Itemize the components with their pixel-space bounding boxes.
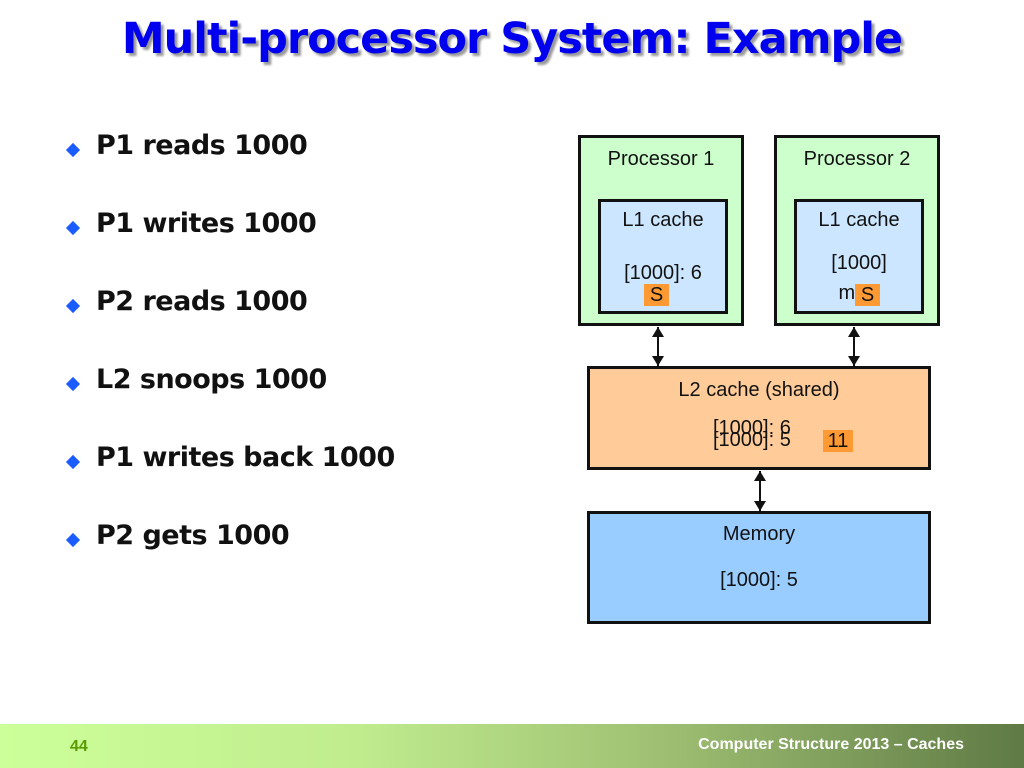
l1-state-tag: S bbox=[855, 284, 880, 306]
processor-2-l1-cache: L1 cache [1000] miss S bbox=[794, 199, 924, 314]
bullet-text: P2 reads 1000 bbox=[96, 286, 308, 317]
footer-course-title: Computer Structure 2013 – Caches bbox=[698, 736, 964, 753]
memory-value: [1000]: 5 bbox=[720, 569, 798, 591]
l2-cache-label: L2 cache (shared) bbox=[678, 379, 840, 401]
bullet-item: P2 reads 1000 bbox=[64, 286, 395, 364]
l2-cache-value-old: [1000]: 5 bbox=[713, 429, 791, 451]
processor-2-box: Processor 2 L1 cache [1000] miss S bbox=[774, 135, 940, 326]
bullet-list: P1 reads 1000 P1 writes 1000 P2 reads 10… bbox=[64, 130, 395, 598]
bullet-text: P1 writes 1000 bbox=[96, 208, 317, 239]
bus-arrow-p2-l2 bbox=[848, 327, 860, 366]
diamond-bullet-icon bbox=[65, 298, 81, 314]
bullet-item: P1 writes back 1000 bbox=[64, 442, 395, 520]
bullet-item: P1 reads 1000 bbox=[64, 130, 395, 208]
bus-arrow-p1-l2 bbox=[652, 327, 664, 366]
l1-cache-value: [1000]: 6 bbox=[624, 262, 702, 284]
processor-1-l1-cache: L1 cache [1000]: 6 S bbox=[598, 199, 728, 314]
bullet-item: L2 snoops 1000 bbox=[64, 364, 395, 442]
memory-label: Memory bbox=[722, 523, 796, 545]
bullet-text: P2 gets 1000 bbox=[96, 520, 290, 551]
page-number: 44 bbox=[70, 738, 88, 755]
diamond-bullet-icon bbox=[65, 142, 81, 158]
diamond-bullet-icon bbox=[65, 454, 81, 470]
l2-state-tag: 11 bbox=[823, 430, 853, 452]
bullet-item: P1 writes 1000 bbox=[64, 208, 395, 286]
bullet-text: P1 writes back 1000 bbox=[96, 442, 395, 473]
slide-title: Multi-processor System: Example bbox=[121, 14, 903, 64]
memory-box: Memory [1000]: 5 bbox=[587, 511, 931, 624]
footer-bar: 44 Computer Structure 2013 – Caches bbox=[0, 724, 1024, 768]
diamond-bullet-icon bbox=[65, 376, 81, 392]
bullet-text: L2 snoops 1000 bbox=[96, 364, 327, 395]
processor-1-box: Processor 1 L1 cache [1000]: 6 S bbox=[578, 135, 744, 326]
l1-cache-label: L1 cache bbox=[622, 209, 704, 231]
bullet-item: P2 gets 1000 bbox=[64, 520, 395, 598]
l1-state-tag: S bbox=[644, 284, 669, 306]
diamond-bullet-icon bbox=[65, 532, 81, 548]
l2-cache-value-new: [1000]: 6 bbox=[713, 417, 791, 439]
l2-cache-box: L2 cache (shared) [1000]: 6 [1000]: 5 11 bbox=[587, 366, 931, 470]
l1-cache-label: L1 cache bbox=[818, 209, 900, 231]
bullet-text: P1 reads 1000 bbox=[96, 130, 308, 161]
diamond-bullet-icon bbox=[65, 220, 81, 236]
bus-arrow-l2-memory bbox=[754, 471, 766, 511]
processor-1-label: Processor 1 bbox=[607, 148, 715, 170]
l1-cache-value: [1000] bbox=[831, 252, 887, 274]
processor-2-label: Processor 2 bbox=[803, 148, 911, 170]
